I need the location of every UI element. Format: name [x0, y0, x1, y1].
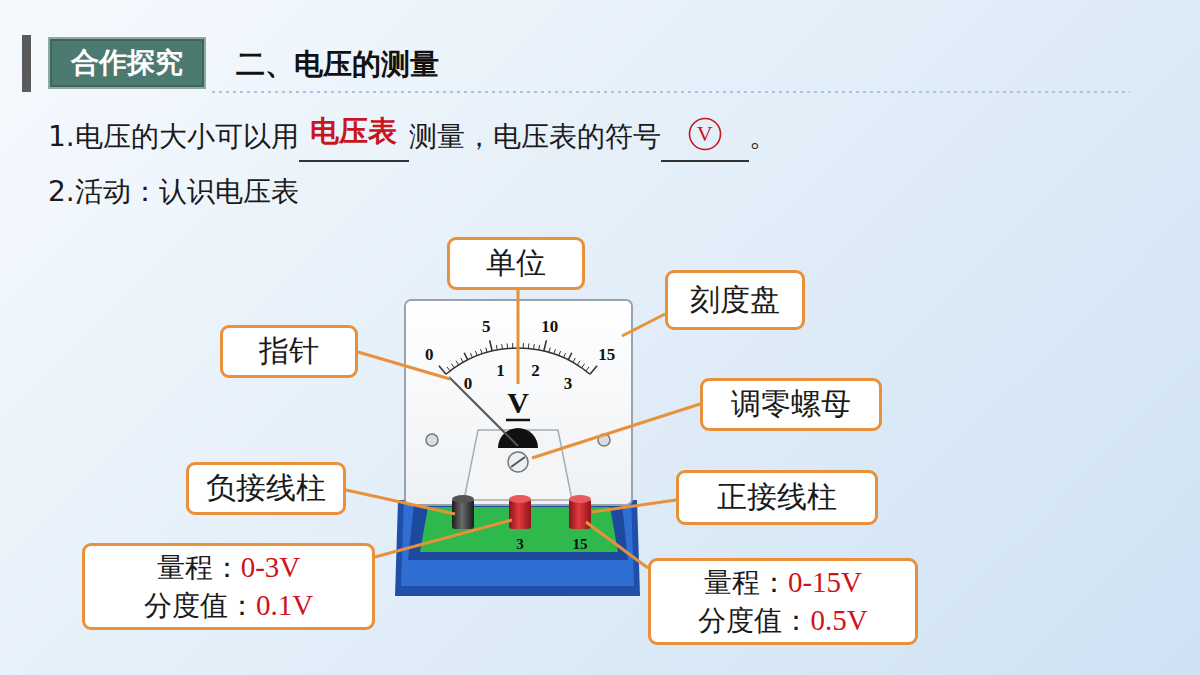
range-box: 量程：0-3V分度值：0.1V	[82, 543, 375, 630]
zero-screw	[508, 452, 528, 472]
scale-tick	[523, 343, 524, 348]
scale-number: 0	[464, 374, 473, 391]
scale-tick	[481, 349, 483, 354]
callout-text: 刻度盘	[690, 280, 780, 321]
voltmeter-symbol: V	[688, 117, 722, 151]
callout-box: 负接线柱	[186, 462, 346, 515]
range-label: 量程：	[704, 566, 788, 599]
scale-number: 5	[482, 317, 491, 334]
text-line: 分度值：0.1V	[144, 587, 313, 625]
scale-tick	[490, 340, 493, 351]
answer-blank: 电压表	[299, 120, 409, 162]
scale-tick	[496, 345, 498, 350]
terminal-label: 15	[573, 537, 588, 552]
callout-box: 刻度盘	[665, 270, 805, 330]
scale-tick	[533, 344, 535, 349]
callout-text: 指针	[259, 331, 319, 372]
scale-tick	[544, 340, 547, 351]
range-value: 0.1V	[256, 589, 313, 621]
question-line: 1.电压的大小可以用电压表测量，电压表的符号 V 。	[48, 118, 777, 162]
question-text: 。	[749, 118, 777, 162]
range-label: 分度值：	[144, 589, 256, 622]
scale-tick	[582, 364, 585, 368]
scale-tick	[501, 344, 503, 349]
scale-number: 1	[496, 361, 505, 378]
activity-text: 2.活动：认识电压表	[48, 178, 299, 206]
scale-tick	[486, 348, 487, 353]
range-value: 0-3V	[241, 551, 301, 583]
scale-tick	[564, 353, 566, 358]
terminals	[452, 495, 591, 529]
scale-tick	[538, 345, 540, 350]
scale-tick	[549, 348, 550, 353]
scale-number: 10	[541, 317, 558, 334]
range-box: 量程：0-15V分度值：0.5V	[648, 558, 918, 645]
range-value: 0-15V	[788, 566, 862, 598]
callout-box: 单位	[447, 237, 585, 290]
question-text: 测量，电压表的符号	[409, 118, 661, 162]
scale-tick	[559, 351, 561, 356]
scale-tick	[464, 353, 468, 360]
range-value: 0.5V	[810, 604, 867, 636]
answer-text: 电压表	[310, 114, 397, 148]
scale-tick	[590, 366, 597, 374]
text-line: 量程：0-3V	[157, 549, 301, 587]
scale-tick	[470, 353, 472, 358]
dc-mark	[506, 419, 530, 422]
callout-box: 正接线柱	[676, 470, 878, 525]
tag-text: 合作探究	[71, 44, 183, 82]
scale-number: 0	[425, 346, 434, 363]
range-label: 量程：	[157, 551, 241, 584]
scale-tick	[507, 344, 508, 349]
unit-symbol: V	[507, 388, 529, 418]
scale-number: 15	[598, 346, 615, 363]
leader-lines	[346, 290, 700, 568]
scale-tick	[568, 353, 572, 360]
callout-box: 指针	[220, 325, 358, 378]
scale-tick	[528, 344, 529, 349]
callout-text: 正接线柱	[717, 477, 837, 518]
range-label: 分度值：	[698, 604, 810, 637]
scale-tick	[512, 343, 513, 348]
scale-tick	[554, 349, 556, 354]
scale-tick	[586, 367, 589, 371]
scale-tick	[439, 366, 446, 374]
scale-tick	[573, 358, 575, 362]
scale-tick	[451, 364, 454, 368]
scale-number: 3	[564, 374, 573, 391]
callout-text: 负接线柱	[206, 468, 326, 509]
scale-tick	[577, 361, 580, 365]
callout-text: 单位	[486, 243, 546, 284]
scale-tick	[461, 358, 463, 362]
callout-text: 调零螺母	[731, 384, 851, 425]
terminal-label: 3	[516, 537, 524, 552]
header-rule	[212, 91, 1130, 93]
callout-box: 调零螺母	[700, 378, 882, 431]
text-line: 分度值：0.5V	[698, 602, 867, 640]
answer-blank: V	[661, 120, 749, 162]
question-text: 1.电压的大小可以用	[48, 118, 299, 162]
symbol-letter: V	[688, 117, 722, 151]
text-line: 量程：0-15V	[704, 564, 862, 602]
slide-title: 二、电压的测量	[236, 45, 439, 85]
section-tag: 合作探究	[48, 37, 206, 89]
header-bar	[22, 35, 31, 92]
scale-tick	[447, 367, 450, 371]
scale-tick	[475, 351, 477, 356]
scale-tick	[456, 361, 459, 365]
scale-number: 2	[531, 361, 540, 378]
